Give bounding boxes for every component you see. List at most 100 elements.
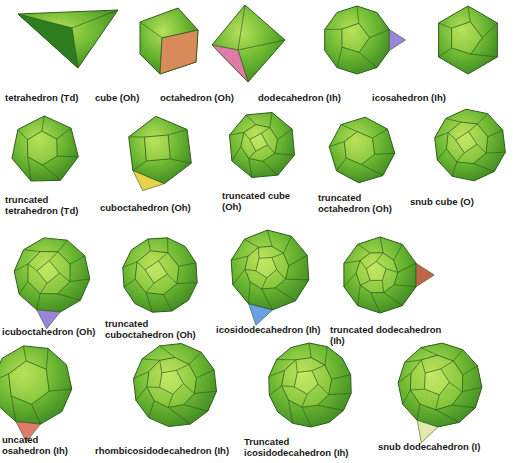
polyhedron-edge: [167, 274, 177, 283]
polyhedron-edge: [462, 387, 482, 392]
polyhedron-edge: [70, 256, 85, 264]
polyhedron-edge: [262, 289, 273, 310]
polyhedron-edge: [394, 244, 403, 260]
polyhedron-edge: [14, 264, 28, 271]
polyhedron-edge: [147, 386, 160, 387]
polyhedron-face: [230, 113, 295, 178]
polyhedron-edge: [57, 156, 78, 158]
polyhedron-edge: [421, 360, 425, 373]
polyhedron-edge: [477, 114, 487, 124]
polyhedron-edge: [380, 237, 383, 253]
polyhedron-edge: [176, 364, 189, 370]
polyhedron-edge: [189, 352, 201, 364]
shape-name: Truncated icosidodecahedron (Ih): [244, 436, 369, 458]
polyhedron-edge: [312, 365, 325, 370]
polyhedron-edge: [468, 6, 470, 22]
polyhedron-edge: [477, 144, 486, 153]
polyhedron-edge: [375, 153, 395, 154]
polyhedron-edge: [452, 405, 475, 408]
polyhedron-edge: [325, 29, 342, 30]
polyhedron-edge: [42, 116, 44, 131]
polyhedron-edge: [436, 410, 459, 423]
polyhedron-edge: [471, 54, 498, 57]
polyhedron-face: [212, 5, 285, 82]
polyhedron-face: [342, 23, 370, 52]
polyhedron-face: [325, 6, 390, 74]
polyhedron-face: [160, 370, 184, 394]
polyhedron-edge: [370, 29, 390, 37]
polyhedron-face: [14, 238, 90, 312]
polyhedron-face: [389, 30, 405, 51]
polyhedron-edge: [360, 280, 370, 285]
polyhedron-edge: [133, 372, 148, 379]
polyhedron-face: [446, 122, 487, 164]
polyhedron-face: [133, 171, 164, 191]
polyhedron-edge: [318, 384, 329, 394]
polyhedron-edge: [277, 359, 296, 360]
shape-name: rhombicosidodecahedron (Ih): [95, 445, 229, 456]
polyhedron-edge: [58, 294, 81, 300]
shape-name: truncated cube (Oh): [222, 190, 302, 212]
polyhedron-edge: [179, 263, 196, 266]
shape-name: snub dodecahedron (I): [378, 441, 480, 452]
polyhedron-edge: [133, 161, 146, 171]
polyhedron-face: [212, 45, 248, 82]
polyhedron-edge: [482, 23, 497, 38]
shape-name: uncated osahedron (Ih): [2, 434, 82, 456]
polyhedron-edge: [359, 52, 377, 67]
polyhedron-edge: [238, 40, 285, 50]
polyhedron-edge: [403, 390, 411, 404]
polyhedron-edge: [249, 151, 256, 158]
polyhedron-edge: [286, 279, 309, 281]
polyhedron-edge: [233, 269, 245, 284]
polyhedron-edge: [24, 250, 41, 252]
polyhedron-face: [424, 369, 449, 395]
polyhedron-edge: [446, 118, 461, 122]
polyhedron-edge: [463, 366, 477, 375]
polyhedron-edge: [49, 389, 72, 391]
polyhedron-edge: [282, 386, 295, 387]
polyhedron-edge: [249, 158, 252, 177]
polyhedron-edge: [421, 348, 438, 356]
polyhedron-face: [282, 358, 332, 408]
polyhedron-edge: [263, 161, 278, 175]
polyhedron-edge: [23, 346, 26, 361]
polyhedron-edge: [436, 395, 440, 410]
polyhedron-edge: [360, 261, 366, 269]
polyhedron-edge: [232, 146, 241, 160]
polyhedron-edge: [196, 370, 214, 378]
polyhedron-face: [231, 230, 309, 310]
polyhedron-edge: [60, 273, 70, 282]
polyhedron-edge: [277, 270, 286, 280]
polyhedron-face: [37, 261, 60, 284]
polyhedron-face: [417, 420, 438, 443]
polyhedron-edge: [272, 253, 284, 257]
polyhedron-edge: [488, 130, 503, 137]
polyhedron-edge: [269, 370, 285, 376]
polyhedron-face: [18, 10, 118, 68]
polyhedron-edge: [441, 361, 454, 369]
shape-name: snub cube (O): [410, 196, 474, 207]
shape-name: cube (Oh): [95, 92, 139, 103]
polyhedron-edge: [183, 384, 194, 394]
polyhedron-edge: [146, 293, 152, 313]
polyhedron-edge: [439, 48, 452, 57]
polyhedron-face: [135, 251, 179, 295]
polyhedron-edge: [28, 264, 37, 271]
polyhedron-edge: [136, 387, 147, 400]
polyhedron-edge: [386, 269, 398, 273]
shape-name: truncated dodecahedron (Ih): [330, 324, 445, 346]
polyhedron-edge: [486, 152, 505, 153]
polyhedron-face: [18, 14, 78, 68]
polyhedron-edge: [344, 261, 360, 264]
polyhedron-edge: [336, 158, 346, 171]
polyhedron-edge: [357, 6, 359, 23]
polyhedron-edge: [262, 278, 267, 289]
polyhedron-edge: [142, 359, 160, 360]
polyhedron-edge: [469, 124, 478, 132]
polyhedron-edge: [28, 157, 31, 181]
polyhedron-edge: [382, 280, 383, 292]
polyhedron-edge: [373, 129, 388, 138]
polyhedron-edge: [124, 279, 135, 287]
